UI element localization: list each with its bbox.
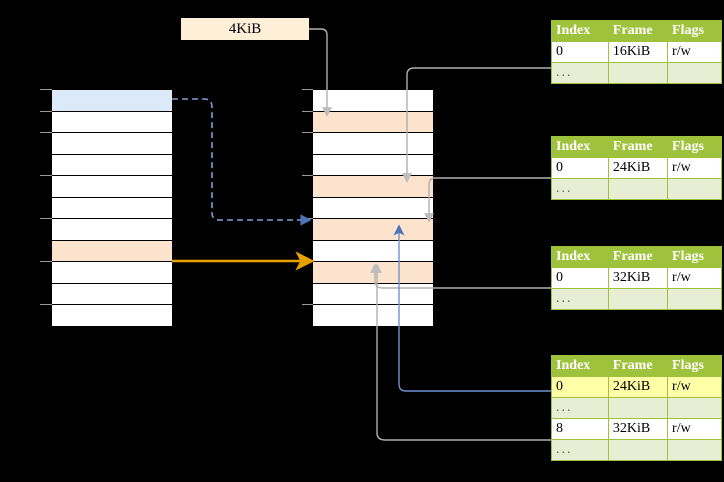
table-cell: 8 — [551, 418, 609, 440]
column-header-frame: Frame — [607, 355, 669, 377]
memory-row — [312, 304, 434, 327]
table-cell: r/w — [667, 267, 722, 289]
table-cell: ... — [551, 178, 609, 200]
table-cell: 32KiB — [607, 267, 669, 289]
table-cell: 0 — [551, 157, 609, 179]
table-cell: 24KiB — [607, 376, 669, 398]
row-tick-mark — [40, 304, 52, 305]
row-tick-mark — [40, 218, 52, 219]
memory-row — [312, 153, 434, 176]
memory-row — [51, 110, 173, 133]
row-tick-mark — [40, 261, 52, 262]
table-row[interactable]: ... — [551, 439, 722, 461]
memory-row — [51, 175, 173, 198]
row-tick-mark — [40, 89, 52, 90]
column-header-frame: Frame — [607, 246, 669, 268]
table-cell — [667, 288, 722, 310]
table-cell — [607, 62, 669, 84]
memory-row — [51, 261, 173, 284]
table-cell — [667, 439, 722, 461]
row-tick-mark — [302, 132, 313, 133]
row-tick-mark — [302, 110, 313, 112]
table-cell — [607, 397, 669, 419]
table-cell: ... — [551, 397, 609, 419]
table-cell: 24KiB — [607, 157, 669, 179]
table-cell — [607, 288, 669, 310]
table-row[interactable]: ... — [551, 288, 722, 310]
row-tick-mark — [302, 218, 313, 219]
table-cell: ... — [551, 439, 609, 461]
column-header-index: Index — [551, 20, 609, 42]
row-tick-mark — [40, 132, 52, 133]
table-cell: 16KiB — [607, 41, 669, 63]
memory-row — [312, 282, 434, 305]
table-cell — [667, 397, 722, 419]
table-cell — [667, 178, 722, 200]
table-cell: 0 — [551, 41, 609, 63]
table-cell: r/w — [667, 157, 722, 179]
table-cell: 32KiB — [607, 418, 669, 440]
table-cell: ... — [551, 288, 609, 310]
column-header-flags: Flags — [667, 355, 722, 377]
table-cell — [607, 439, 669, 461]
memory-row — [51, 132, 173, 155]
memory-row — [51, 153, 173, 176]
table-cell: r/w — [667, 418, 722, 440]
row-tick-mark — [302, 261, 313, 262]
row-tick-mark — [40, 175, 52, 176]
memory-row — [51, 282, 173, 305]
table-cell — [607, 178, 669, 200]
memory-row — [312, 110, 434, 133]
memory-row — [312, 218, 434, 241]
memory-row — [312, 89, 434, 112]
table-cell: r/w — [667, 41, 722, 63]
column-header-index: Index — [551, 246, 609, 268]
column-header-flags: Flags — [667, 136, 722, 158]
table-row[interactable]: ... — [551, 178, 722, 200]
table-cell — [667, 62, 722, 84]
table-cell: ... — [551, 62, 609, 84]
column-header-frame: Frame — [607, 136, 669, 158]
size-label-4kib: 4KiB — [181, 18, 309, 40]
memory-row — [51, 89, 173, 112]
row-tick-mark — [302, 304, 313, 305]
column-header-flags: Flags — [667, 246, 722, 268]
column-header-frame: Frame — [607, 20, 669, 42]
memory-row — [312, 261, 434, 284]
table-row[interactable]: ... — [551, 397, 722, 419]
table-cell: r/w — [667, 376, 722, 398]
table-row[interactable]: ... — [551, 62, 722, 84]
column-header-index: Index — [551, 136, 609, 158]
row-tick-mark — [302, 175, 313, 176]
memory-row — [51, 196, 173, 219]
column-header-index: Index — [551, 355, 609, 377]
memory-row — [312, 175, 434, 198]
table-cell: 0 — [551, 267, 609, 289]
memory-row — [312, 239, 434, 262]
memory-row — [51, 239, 173, 262]
memory-row — [51, 304, 173, 327]
memory-row — [312, 196, 434, 219]
row-tick-mark — [302, 89, 313, 90]
column-header-flags: Flags — [667, 20, 722, 42]
memory-row — [51, 218, 173, 241]
memory-row — [312, 132, 434, 155]
row-tick-mark — [40, 110, 52, 112]
table-cell: 0 — [551, 376, 609, 398]
